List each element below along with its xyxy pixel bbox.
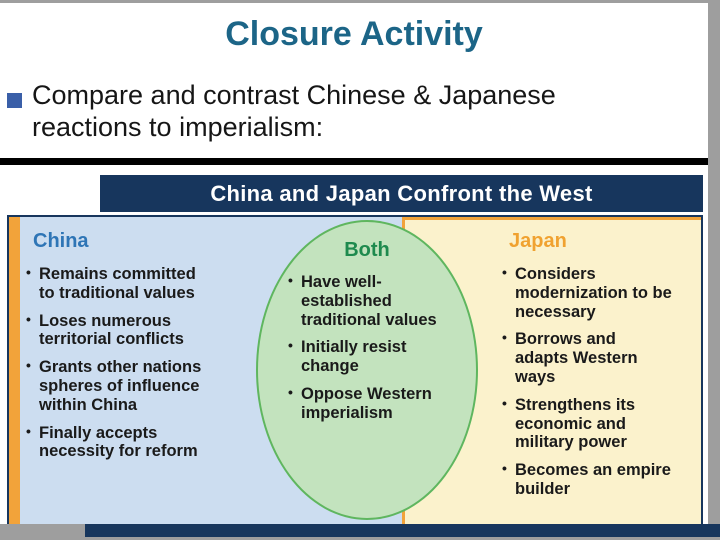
- bottom-navy-bar: [85, 524, 720, 537]
- china-list: Remains committed to traditional valuesL…: [25, 265, 211, 470]
- comparison-diagram: China Both Japan Remains committed to tr…: [7, 215, 703, 527]
- bottom-left-gray-corner: [0, 524, 85, 540]
- list-item: Grants other nations spheres of influenc…: [25, 358, 211, 414]
- divider-rule: [0, 158, 708, 165]
- graphic-title: China and Japan Confront the West: [100, 175, 703, 212]
- list-item: Remains committed to traditional values: [25, 265, 211, 303]
- slide: Closure Activity Compare and contrast Ch…: [0, 3, 708, 532]
- japan-heading: Japan: [509, 230, 567, 252]
- list-item: Have well-established traditional values: [287, 273, 453, 329]
- list-item: Finally accepts necessity for reform: [25, 424, 211, 462]
- china-heading: China: [33, 230, 89, 252]
- list-item: Borrows and adapts Western ways: [501, 330, 673, 386]
- list-item: Loses numerous territorial conflicts: [25, 312, 211, 350]
- bullet-text: Compare and contrast Chinese & Japanese …: [32, 80, 556, 143]
- graphic-title-text: China and Japan Confront the West: [210, 180, 593, 206]
- bullet-square-icon: [7, 93, 22, 108]
- list-item: Considers modernization to be necessary: [501, 265, 673, 321]
- japan-list: Considers modernization to be necessaryB…: [501, 265, 673, 508]
- list-item: Initially resist change: [287, 338, 453, 376]
- list-item: Oppose Western imperialism: [287, 385, 453, 423]
- both-list: Have well-established traditional values…: [287, 273, 453, 432]
- list-item: Becomes an empire builder: [501, 461, 673, 499]
- list-item: Strengthens its economic and military po…: [501, 396, 673, 452]
- page-title: Closure Activity: [225, 15, 483, 53]
- both-heading: Both: [344, 239, 390, 261]
- orange-accent-strip: [9, 217, 20, 525]
